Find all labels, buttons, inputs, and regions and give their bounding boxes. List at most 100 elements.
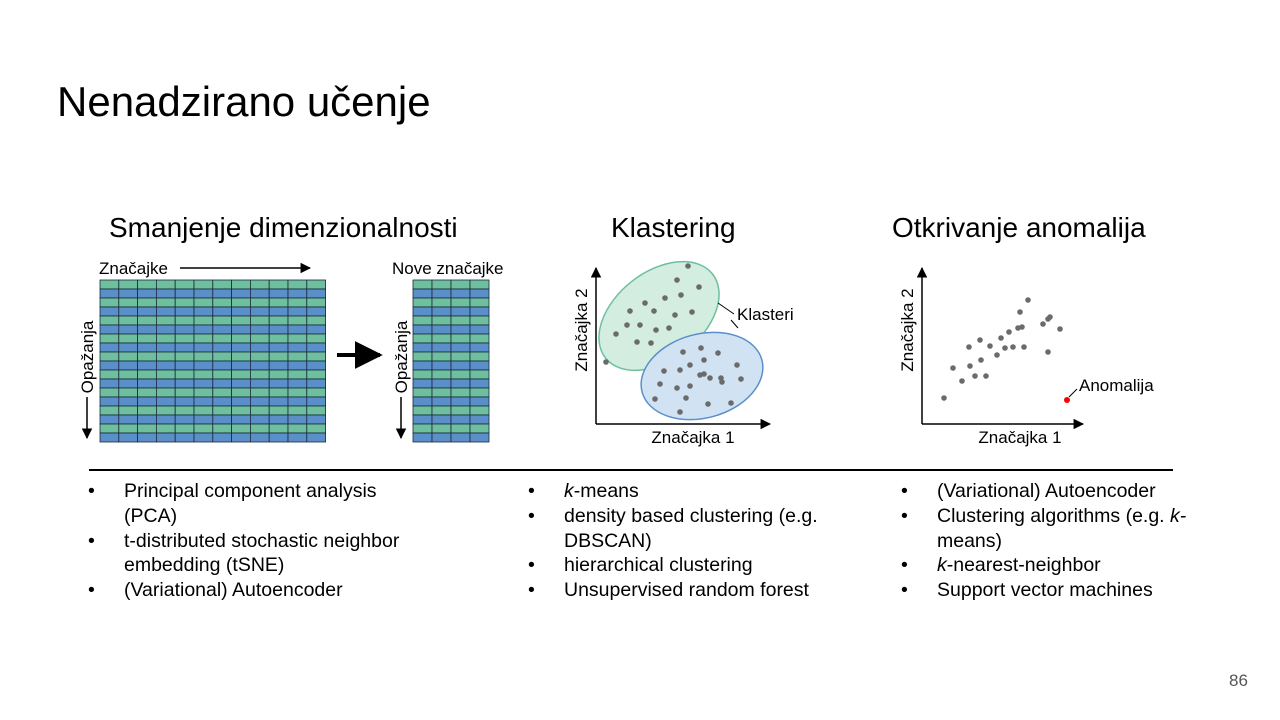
list-item: •Support vector machines	[901, 579, 1153, 602]
matrix-cell	[193, 405, 214, 416]
matrix-cell	[412, 369, 433, 380]
matrix-cell	[193, 369, 214, 380]
matrix-cell	[268, 369, 289, 380]
matrix-cell	[306, 432, 326, 443]
matrix-cell	[306, 279, 326, 290]
matrix-cell	[249, 387, 270, 398]
data-point	[983, 373, 989, 379]
data-point	[1021, 344, 1027, 350]
list-item: •(Variational) Autoencoder	[88, 579, 343, 602]
data-point	[959, 378, 965, 384]
matrix-cell	[306, 360, 326, 371]
matrix-cell	[249, 297, 270, 308]
matrix-cell	[469, 279, 490, 290]
matrix-cell	[118, 423, 139, 434]
matrix-cell	[174, 378, 195, 389]
matrix-cell	[174, 306, 195, 317]
matrix-cell	[287, 279, 308, 290]
list-dim-reduction: •Principal component analysis(PCA) •t-di…	[88, 479, 399, 603]
matrix-cell	[231, 405, 251, 416]
matrix-cell	[268, 405, 289, 416]
new-features-label: Nove značajke	[392, 259, 504, 278]
matrix-cell	[287, 360, 308, 371]
matrix-cell	[306, 315, 326, 326]
matrix-cell	[431, 369, 452, 380]
matrix-cell	[431, 315, 452, 326]
data-point	[1025, 297, 1031, 303]
cluster-point	[603, 359, 609, 365]
matrix-cell	[155, 315, 176, 326]
matrix-cell	[99, 342, 120, 353]
matrix-cell	[431, 279, 452, 290]
anomaly-label: Anomalija	[1079, 376, 1154, 395]
matrix-cell	[99, 288, 120, 299]
matrix-cell	[249, 288, 270, 299]
cluster-point	[634, 339, 640, 345]
matrix-cell	[231, 333, 251, 344]
matrix-cell	[469, 351, 490, 362]
matrix-cell	[231, 423, 251, 434]
matrix-cell	[212, 324, 233, 335]
matrix-cell	[212, 288, 233, 299]
matrix-cell	[450, 405, 471, 416]
matrix-cell	[174, 324, 195, 335]
cluster-point	[701, 357, 707, 363]
cluster-point	[677, 409, 683, 415]
matrix-cell	[174, 423, 195, 434]
matrix-cell	[118, 351, 139, 362]
cluster-point	[687, 383, 693, 389]
cluster-point	[642, 300, 648, 306]
matrix-cell	[306, 351, 326, 362]
matrix-cell	[469, 360, 490, 371]
matrix-cell	[469, 414, 490, 425]
matrix-cell	[431, 297, 452, 308]
anomaly-leader	[1068, 388, 1078, 398]
matrix-cell	[469, 342, 490, 353]
matrix-cell	[287, 387, 308, 398]
matrix-cell	[212, 369, 233, 380]
matrix-cell	[193, 297, 214, 308]
cluster-point	[738, 376, 744, 382]
matrix-cell	[268, 360, 289, 371]
matrix-cell	[431, 360, 452, 371]
cluster-point	[687, 362, 693, 368]
matrix-cell	[118, 324, 139, 335]
matrix-cell	[231, 306, 251, 317]
matrix-cell	[231, 288, 251, 299]
matrix-cell	[469, 387, 490, 398]
matrix-cell	[450, 387, 471, 398]
cluster-point	[734, 362, 740, 368]
cluster-point	[678, 292, 684, 298]
matrix-cell	[450, 396, 471, 407]
matrix-cell	[287, 432, 308, 443]
matrix-cell	[231, 315, 251, 326]
matrix-cell	[450, 315, 471, 326]
matrix-cell	[99, 369, 120, 380]
matrix-cell	[193, 351, 214, 362]
matrix-cell	[249, 369, 270, 380]
matrix-cell	[118, 405, 139, 416]
list-item: •hierarchical clustering	[528, 554, 753, 577]
matrix-cell	[118, 306, 139, 317]
matrix-cell	[174, 360, 195, 371]
matrix-cell	[412, 351, 433, 362]
matrix-cell	[412, 423, 433, 434]
anomaly-y-label: Značajka 2	[898, 288, 917, 371]
matrix-cell	[137, 315, 157, 326]
matrix-cell	[268, 288, 289, 299]
matrix-cell	[412, 315, 433, 326]
list-item: •k-nearest-neighbor	[901, 554, 1101, 577]
matrix-cell	[268, 378, 289, 389]
matrix-cell	[174, 288, 195, 299]
matrix-cell	[193, 360, 214, 371]
matrix-cell	[431, 378, 452, 389]
matrix-cell	[99, 324, 120, 335]
cluster-point	[719, 379, 725, 385]
matrix-cell	[412, 378, 433, 389]
matrix-cell	[469, 369, 490, 380]
matrix-cell	[99, 432, 120, 443]
matrix-cell	[287, 414, 308, 425]
matrix-cell	[155, 405, 176, 416]
matrix-cell	[212, 333, 233, 344]
